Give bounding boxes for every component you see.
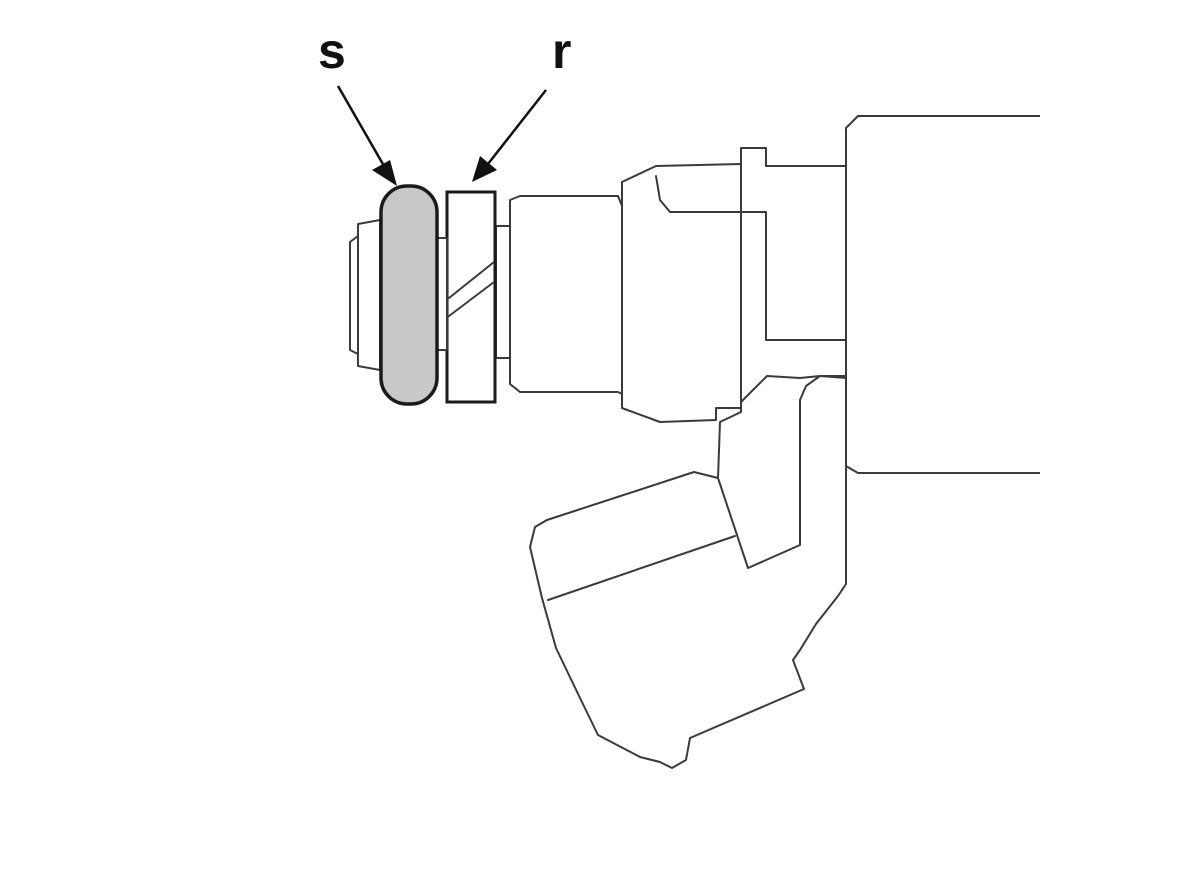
connector-bracket: [529, 375, 847, 769]
arrowhead-r: [472, 156, 497, 182]
arrowhead-s: [372, 160, 397, 186]
nozzle-step: [495, 225, 511, 359]
seal-s: [379, 184, 439, 406]
callout-label-r: r: [552, 23, 571, 79]
housing-body: [845, 115, 1040, 474]
leader-r: [487, 89, 547, 165]
injector-tip: [349, 219, 381, 371]
connector-inner-line: [547, 535, 736, 601]
nozzle-body: [509, 195, 623, 395]
spacer-diagonal-upper: [448, 261, 495, 299]
spacer-r: [445, 190, 497, 404]
injector-collar: [621, 163, 742, 423]
callout-label-s: s: [318, 23, 346, 79]
leader-s: [336, 85, 386, 167]
connector-latch: [717, 375, 847, 569]
spacer-diagonal-lower: [448, 281, 495, 317]
collar-tab-line: [655, 175, 742, 213]
